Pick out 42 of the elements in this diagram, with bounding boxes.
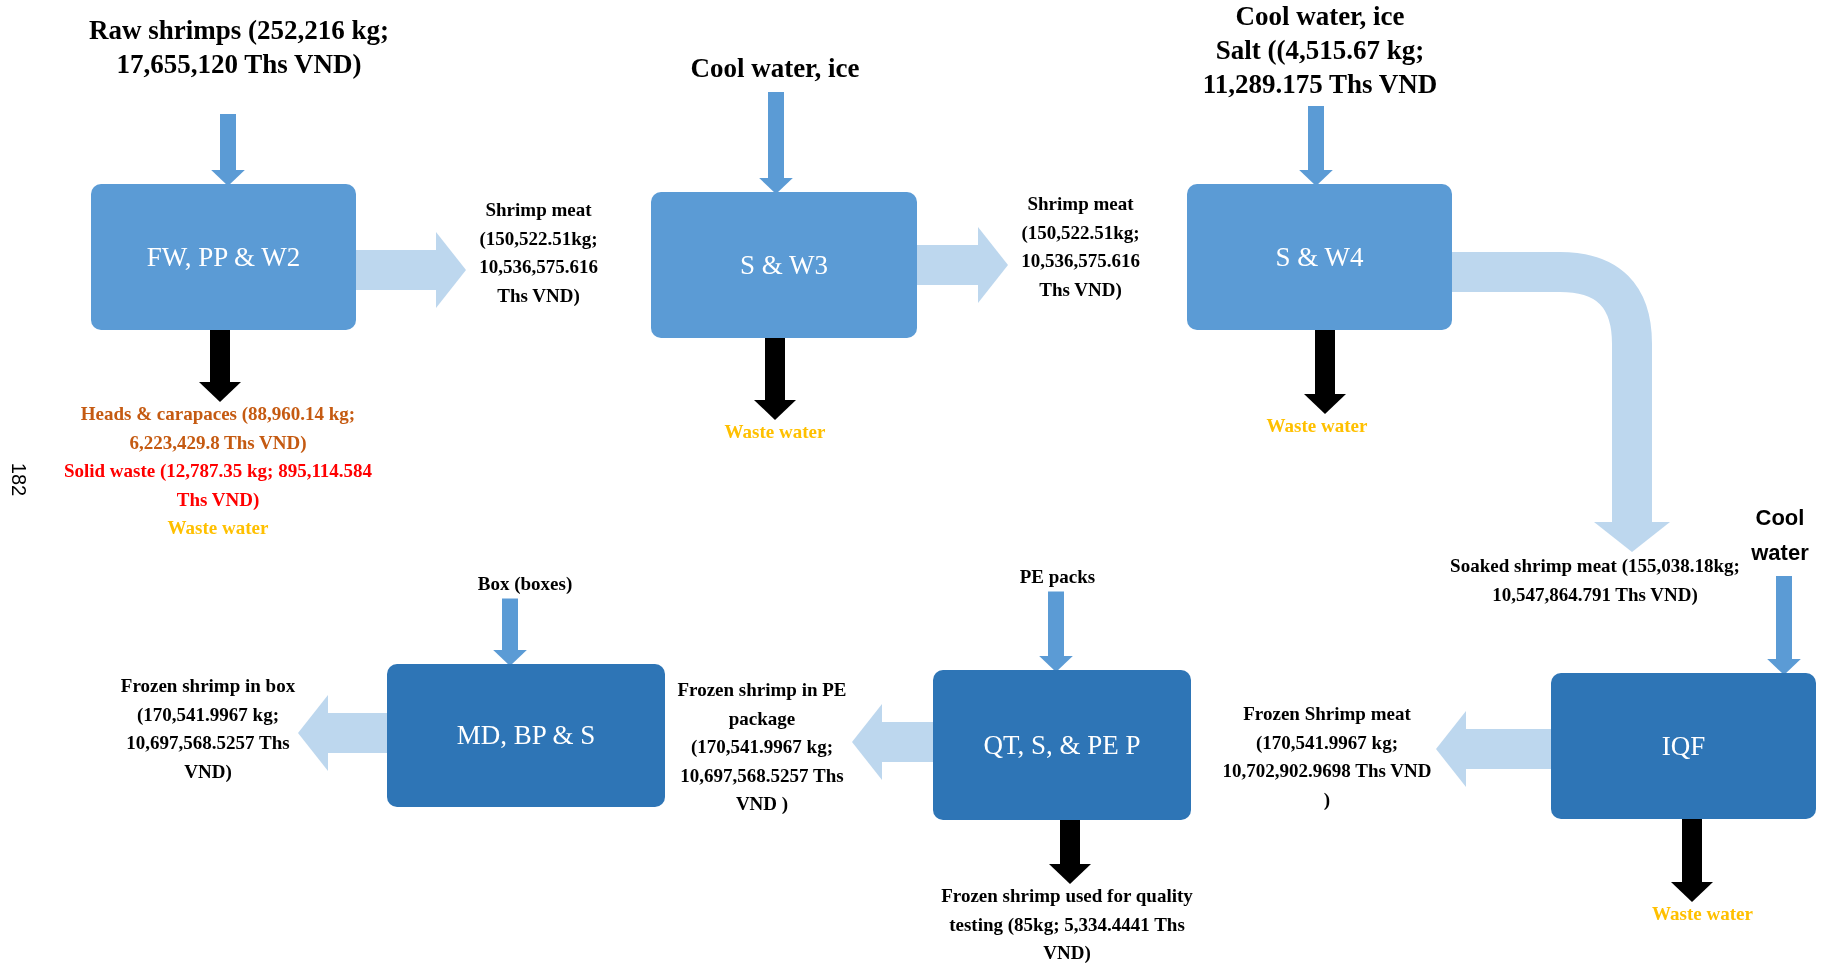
process-box: S & W4: [1187, 184, 1452, 330]
arrow: [1299, 106, 1333, 186]
output-label: Waste water: [166, 516, 270, 540]
output-label: Frozen shrimp used for quality testing (85kg; 5,334.4441 Ths VND): [940, 882, 1194, 964]
process-box: FW, PP & W2: [91, 184, 356, 330]
input-label: PE packs: [990, 563, 1125, 592]
input-label: Cool water, ice: [660, 52, 890, 92]
flow-arrow: [356, 232, 466, 308]
process-box: MD, BP & S: [387, 664, 665, 807]
page-number: 182: [7, 462, 31, 497]
output-label: Waste water: [1242, 412, 1392, 441]
process-box: IQF: [1551, 673, 1816, 819]
output-label: Waste water: [700, 418, 850, 447]
arrow: [1039, 591, 1073, 672]
process-box: QT, S, & PE P: [933, 670, 1191, 820]
flow-label: Shrimp meat (150,522.51kg; 10,536,575.616 Ths VND): [1008, 190, 1153, 330]
input-label: Salt ((4,515.67 kg; 11,289.175 Ths VND: [1201, 33, 1439, 101]
flow-label: Frozen shrimp in box (170,541.9967 kg; 10,697,568.5257 Ths VND): [118, 672, 298, 804]
output-label: Waste water: [1625, 900, 1780, 929]
arrow: [1767, 576, 1801, 675]
output-label: Solid waste (12,787.35 kg; 895,114.584 Ths VND): [62, 459, 374, 512]
arrow: [1304, 330, 1346, 414]
flow-arrow: [1436, 711, 1551, 787]
output-label: Heads & carapaces (88,960.14 kg; 6,223,429.8 Ths VND): [79, 402, 357, 455]
input-label: Box (boxes): [450, 570, 600, 599]
flow-arrow: [1452, 252, 1670, 552]
arrow: [1671, 819, 1713, 902]
flow-label: Frozen Shrimp meat (170,541.9967 kg; 10,702,902.9698 Ths VND ): [1218, 700, 1436, 814]
flow-label: Frozen shrimp in PE package (170,541.9967 kg; 10,697,568.5257 Ths VND ): [672, 676, 852, 819]
arrow: [211, 114, 245, 186]
arrow: [493, 598, 527, 666]
arrow: [754, 338, 796, 420]
arrow: [199, 330, 241, 402]
arrow: [759, 92, 793, 194]
arrow: [1049, 820, 1091, 884]
flow-label: Shrimp meat (150,522.51kg; 10,536,575.616 Ths VND): [466, 196, 611, 331]
flow-arrow: [852, 704, 933, 780]
input-label: Cool water, ice: [1234, 0, 1406, 33]
process-box: S & W3: [651, 192, 917, 338]
flow-arrow: [917, 227, 1008, 303]
input-label: Raw shrimps (252,216 kg; 17,655,120 Ths VND): [74, 14, 404, 114]
flow-arrow: [298, 695, 387, 771]
